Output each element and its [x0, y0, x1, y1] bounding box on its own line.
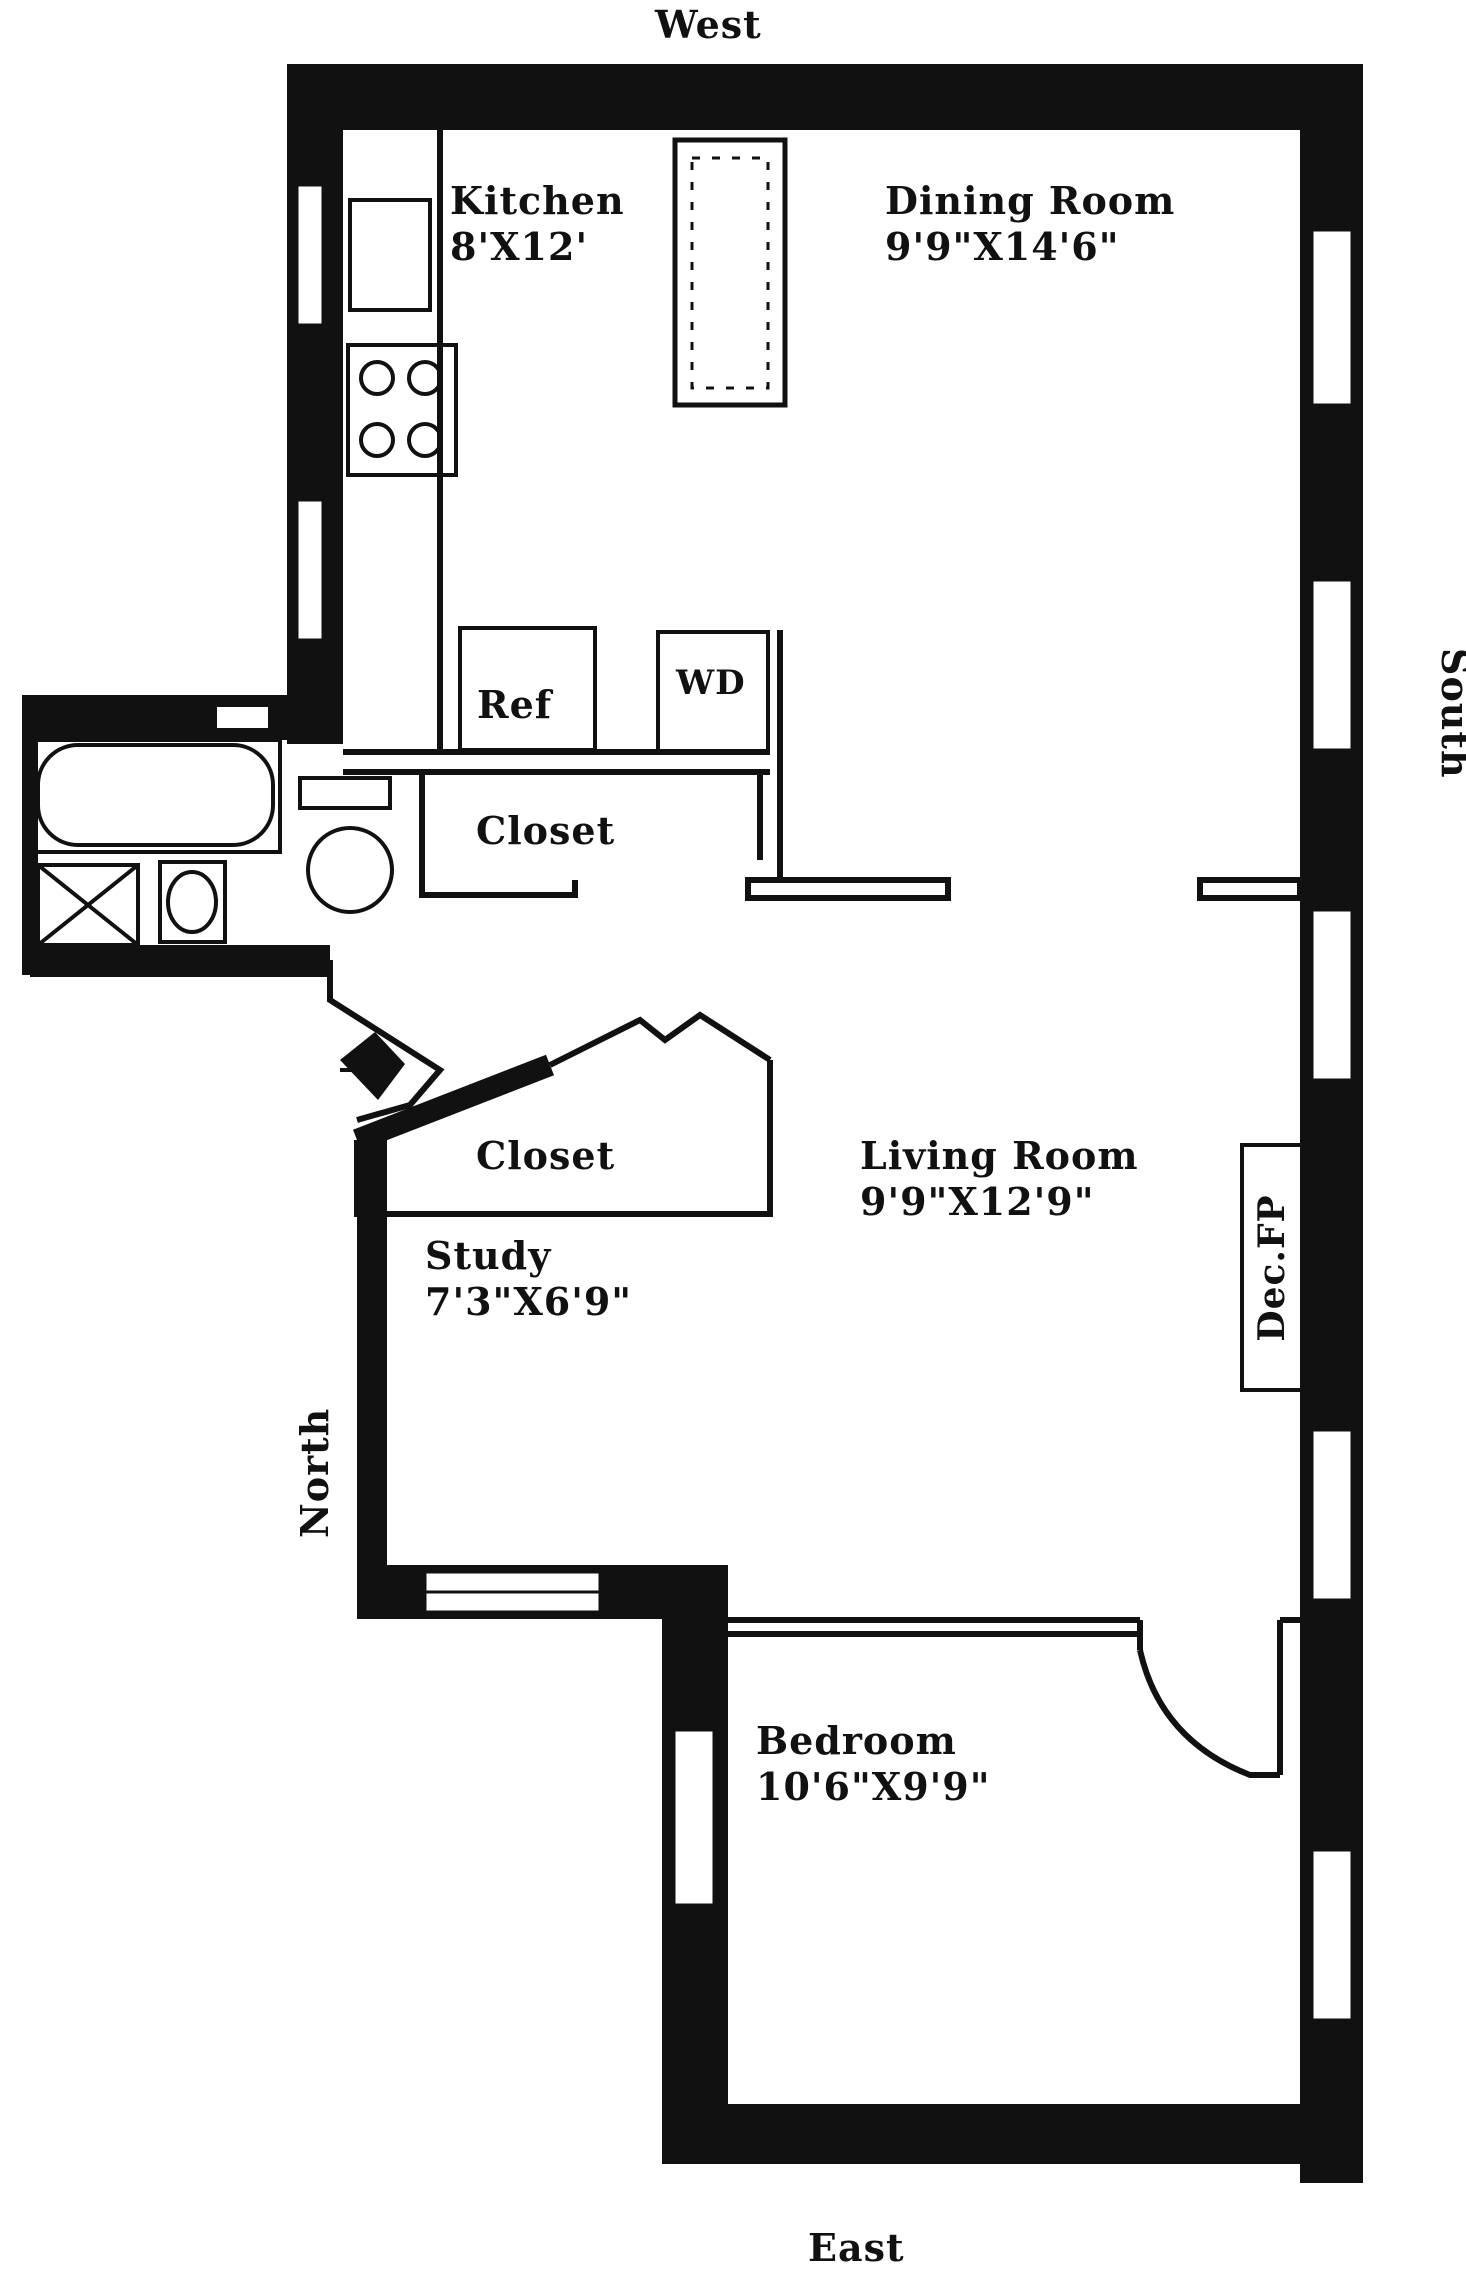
kitchen-size: 8'X12' — [450, 224, 589, 269]
window-kitchen-2 — [295, 498, 325, 642]
wall-west — [287, 64, 1363, 130]
hall-closet-label: Closet — [476, 808, 616, 853]
sink — [348, 198, 432, 312]
study-closet-label: Closet — [476, 1133, 616, 1178]
window-south-5 — [1310, 1848, 1354, 2022]
wall-bath-bottom — [30, 945, 330, 977]
dining-table — [672, 137, 788, 408]
bathroom-fixtures — [28, 703, 394, 947]
room-label-kitchen: Kitchen 8'X12' — [450, 178, 625, 270]
room-label-bedroom: Bedroom 10'6"X9'9" — [756, 1718, 991, 1810]
entry-arrow-icon — [340, 1032, 405, 1100]
fireplace-label: Dec.FP — [1251, 1194, 1293, 1342]
living-room-name: Living Room — [860, 1133, 1139, 1178]
interior-walls — [327, 130, 1303, 1778]
kitchen-name: Kitchen — [450, 178, 625, 223]
wall-study-left — [357, 1140, 387, 1619]
study-name: Study — [425, 1233, 552, 1278]
toilet — [306, 826, 394, 914]
window-south-3 — [1310, 908, 1354, 1082]
window-south-1 — [1310, 228, 1354, 407]
refrigerator-box — [458, 626, 597, 752]
room-label-study: Study 7'3"X6'9" — [425, 1233, 632, 1325]
window-bedroom-north — [672, 1728, 716, 1907]
bath-sink — [166, 870, 218, 934]
compass-west: West — [655, 2, 762, 47]
study-size: 7'3"X6'9" — [425, 1279, 633, 1324]
washer-dryer-label: WD — [676, 663, 746, 703]
window-south-4 — [1310, 1428, 1354, 1602]
compass-south: South — [1433, 648, 1466, 779]
living-room-size: 9'9"X12'9" — [860, 1179, 1095, 1224]
windows — [295, 183, 1354, 2022]
window-south-2 — [1310, 578, 1354, 752]
room-label-living-room: Living Room 9'9"X12'9" — [860, 1133, 1139, 1225]
bedroom-name: Bedroom — [756, 1718, 957, 1763]
dining-room-name: Dining Room — [885, 178, 1176, 223]
washer-dryer-box — [656, 630, 770, 754]
bedroom-size: 10'6"X9'9" — [756, 1764, 991, 1809]
bathtub — [36, 743, 275, 847]
wall-south — [1300, 64, 1363, 2183]
compass-east: East — [808, 2225, 905, 2270]
dining-room-size: 9'9"X14'6" — [885, 224, 1120, 269]
room-label-dining-room: Dining Room 9'9"X14'6" — [885, 178, 1175, 270]
window-kitchen-1 — [295, 183, 325, 327]
fireplace-box — [1240, 1143, 1304, 1392]
compass-north: North — [292, 1407, 337, 1538]
stove — [346, 343, 458, 477]
wall-east — [662, 2104, 1363, 2164]
wall-kitchen-left — [287, 64, 343, 744]
kitchen-fixtures — [346, 137, 788, 754]
refrigerator-label: Ref — [477, 682, 553, 727]
